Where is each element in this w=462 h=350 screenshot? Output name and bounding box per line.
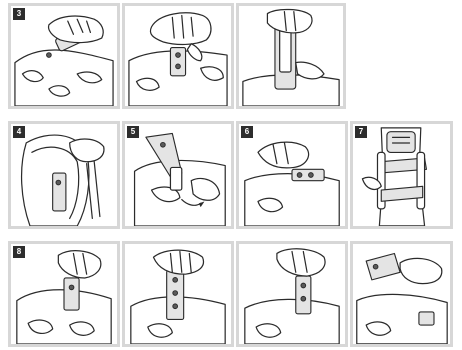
step-3-badge: 3 [13,8,25,20]
adjust-strap-icon [11,244,117,344]
thread-buckle-icon [125,124,231,226]
step-3-panel-a: 3 [8,3,120,109]
tighten-strap-icon [11,6,117,106]
step-6-panel: 6 [236,121,348,229]
adjust-strap-icon-2 [125,244,231,344]
step-8-panel-d [350,241,453,347]
step-8-panel-c [236,241,348,347]
step-4-panel: 4 [8,121,120,229]
tighten-strap-icon-2 [125,6,231,106]
adjust-strap-icon-4 [353,244,450,344]
step-3-panel-b [122,3,234,109]
step-8-panel-a: 8 [8,241,120,347]
step-5-panel: 5 [122,121,234,229]
step-3-panel-c [236,3,346,109]
step-4-badge: 4 [13,126,25,138]
step-8-badge: 8 [13,246,25,258]
step-7-badge: 7 [355,126,367,138]
adjust-strap-icon-3 [239,244,345,344]
step-5-badge: 5 [127,126,139,138]
brace-on-leg-icon [353,124,450,226]
tighten-strap-icon-3 [239,6,343,106]
strap-behind-knee-icon [11,124,117,226]
step-8-panel-b [122,241,234,347]
step-6-badge: 6 [241,126,253,138]
close-buckle-icon [239,124,345,226]
step-7-panel: 7 [350,121,453,229]
